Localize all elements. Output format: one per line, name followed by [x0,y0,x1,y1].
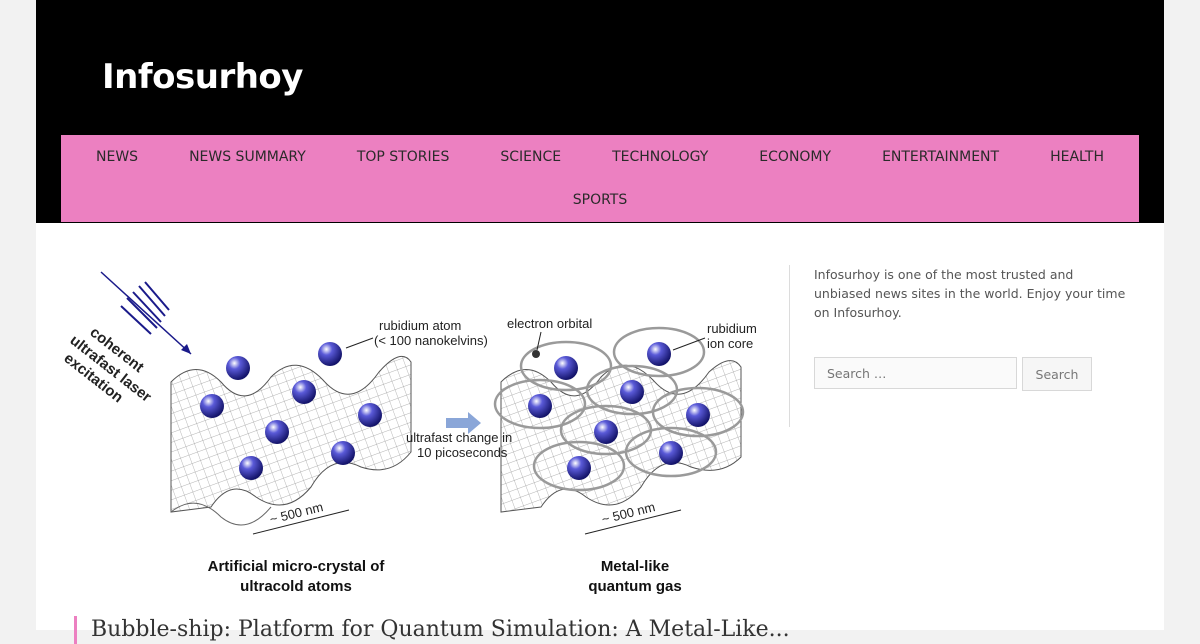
laser-pulse-icon [100,271,192,355]
nav-item-news[interactable]: NEWS [96,149,139,165]
site-wrapper: Infosurhoy NEWS NEWS SUMMARY TOP STORIES… [36,0,1164,644]
nav-item-sports[interactable]: SPORTS [572,192,628,208]
nav-item-entertainment[interactable]: ENTERTAINMENT [882,149,1000,165]
nav-row-1: NEWS NEWS SUMMARY TOP STORIES SCIENCE TE… [61,147,1139,167]
change-label-2: 10 picoseconds [417,445,508,460]
atoms-left [200,342,382,480]
ion-core-label-1: rubidium [707,321,757,336]
nav-item-economy[interactable]: ECONOMY [759,149,832,165]
site-logo[interactable]: Infosurhoy [102,57,303,97]
nav-item-news-summary[interactable]: NEWS SUMMARY [189,149,306,165]
atoms-right [528,342,710,480]
nav-item-top-stories[interactable]: TOP STORIES [356,149,450,165]
nav-item-technology[interactable]: TECHNOLOGY [612,149,709,165]
caption-left-1: Artificial micro-crystal of [208,558,386,575]
nav-item-health[interactable]: HEALTH [1050,149,1104,165]
sidebar-divider [789,265,790,427]
caption-right-2: quantum gas [588,578,681,595]
post-title[interactable]: Bubble-ship: Platform for Quantum Simula… [74,616,791,644]
electron-orbital-label: electron orbital [507,316,592,331]
ion-core-label-2: ion core [707,336,753,351]
caption-right-1: Metal-like [601,558,669,575]
change-label-1: ultrafast change in [406,430,512,445]
featured-image[interactable]: coherent ultrafast laser excitation rubi… [61,262,766,602]
rubidium-atom-label-2: (< 100 nanokelvins) [374,333,488,348]
caption-left-2: ultracold atoms [240,578,352,595]
rubidium-atom-label-1: rubidium atom [379,318,461,333]
left-lattice [170,355,412,526]
nav-item-science[interactable]: SCIENCE [500,149,562,165]
nav-row-2: SPORTS [61,190,1139,210]
site-header: Infosurhoy NEWS NEWS SUMMARY TOP STORIES… [36,0,1164,223]
arrow-right-icon [446,412,481,434]
main-nav: NEWS NEWS SUMMARY TOP STORIES SCIENCE TE… [61,135,1139,222]
electron-orbitals [493,326,745,492]
search-button[interactable]: Search [1022,357,1092,391]
search-input[interactable] [814,357,1017,389]
sidebar-about-text: Infosurhoy is one of the most trusted an… [814,267,1126,320]
